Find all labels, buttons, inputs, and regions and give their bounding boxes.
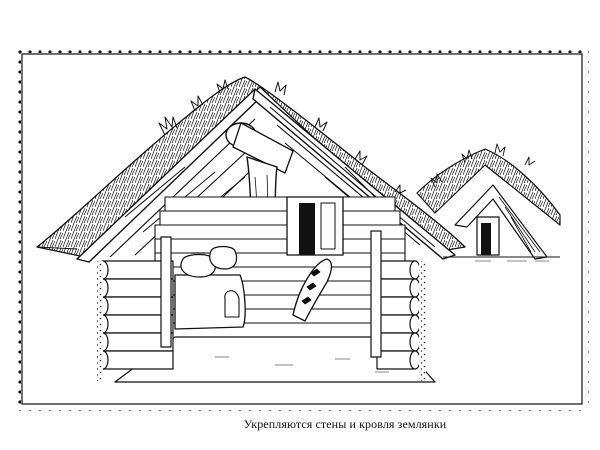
distant-dugout: [416, 143, 561, 262]
ground-lines: [36, 246, 470, 258]
dotted-border: [15, 47, 589, 411]
main-dugout: [36, 76, 466, 383]
caption-text: Укрепляются стены и кровля землянки: [243, 417, 447, 431]
illustration-frame: [15, 47, 589, 411]
dugout-illustration: [15, 47, 589, 411]
